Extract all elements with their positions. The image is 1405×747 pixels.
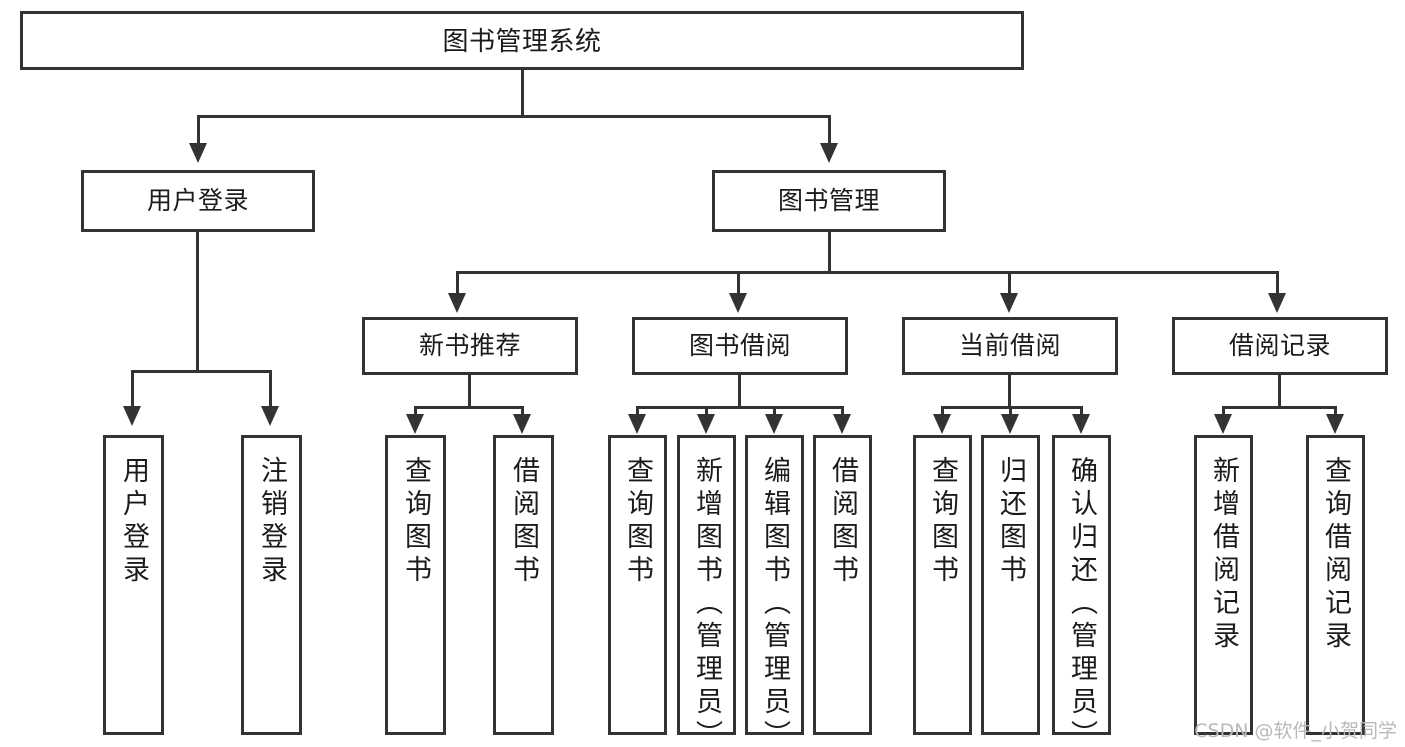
arrowhead-book-borrow-leaf-1 [628,414,646,434]
node-label: 图书借阅 [688,331,791,360]
leaf-user-login-logout[interactable]: 注销登录 [241,435,302,735]
leaf-book-borrow-add-book-admin[interactable]: 新增图书（管理员） [677,435,736,747]
arrowhead-book-borrow-leaf-2 [697,414,715,434]
connector-root-stem [521,70,524,117]
node-label: 用户登录 [146,186,249,215]
connector-level2-drop-2 [828,115,831,143]
leaf-current-borrow-query-book[interactable]: 查询图书 [913,435,972,735]
arrowhead-user-login-leaf-2 [261,406,279,426]
arrowhead-borrow-record-leaf-2 [1326,414,1344,434]
arrowhead-new-book-leaf-2 [513,414,531,434]
connector-new-book-drop-1 [414,406,417,416]
connector-book-borrow-drop-2 [705,406,708,416]
node-user-login[interactable]: 用户登录 [81,170,315,232]
connector-book-borrow-bar [636,406,844,409]
connector-borrow-record-drop-1 [1222,406,1225,416]
arrowhead-to-borrow-record [1268,293,1286,313]
node-label: 归还图书 [996,456,1026,588]
arrowhead-current-borrow-leaf-3 [1072,414,1090,434]
connector-level3-drop-2 [737,271,740,293]
arrowhead-new-book-leaf-1 [406,414,424,434]
connector-borrow-record-drop-2 [1334,406,1337,416]
leaf-borrow-record-query-record[interactable]: 查询借阅记录 [1306,435,1365,735]
arrowhead-book-borrow-leaf-3 [765,414,783,434]
connector-book-borrow-drop-4 [841,406,844,416]
node-label: 新书推荐 [418,331,521,360]
connector-new-book-bar [414,406,524,409]
arrowhead-to-new-book-recommend [448,293,466,313]
leaf-new-book-borrow-book[interactable]: 借阅图书 [493,435,554,735]
node-label: 借阅图书 [828,456,858,588]
connector-current-borrow-drop-3 [1080,406,1083,416]
node-label: 查询图书 [401,456,431,588]
arrowhead-book-borrow-leaf-4 [833,414,851,434]
connector-level2-bar [197,115,831,118]
node-book-management[interactable]: 图书管理 [712,170,946,232]
arrowhead-to-book-management [820,143,838,163]
connector-level2-drop-1 [197,115,200,143]
watermark-text: CSDN @软件_小贺同学 [1194,720,1397,742]
arrowhead-to-user-login [189,143,207,163]
leaf-book-borrow-edit-book-admin[interactable]: 编辑图书（管理员） [745,435,804,747]
node-label: 注销登录 [257,456,287,588]
arrowhead-to-current-borrow [1000,293,1018,313]
connector-current-borrow-bar [941,406,1083,409]
node-label: 图书管理系统 [442,25,602,56]
node-book-borrow[interactable]: 图书借阅 [632,317,848,375]
node-label: 编辑图书（管理员） [760,456,790,747]
connector-book-borrow-drop-3 [773,406,776,416]
leaf-new-book-query-book[interactable]: 查询图书 [385,435,446,735]
connector-level3-bar [456,271,1279,274]
node-label: 借阅记录 [1228,331,1331,360]
connector-level3-drop-3 [1008,271,1011,293]
leaf-current-borrow-return-book[interactable]: 归还图书 [981,435,1040,735]
node-label: 借阅图书 [509,456,539,588]
node-label: 查询图书 [623,456,653,588]
arrowhead-current-borrow-leaf-1 [933,414,951,434]
connector-borrow-record-bar [1222,406,1337,409]
arrowhead-user-login-leaf-1 [123,406,141,426]
connector-book-management-stem [828,232,831,273]
node-label: 新增图书（管理员） [692,456,722,747]
connector-current-borrow-drop-1 [941,406,944,416]
arrowhead-borrow-record-leaf-1 [1214,414,1232,434]
leaf-book-borrow-borrow-book[interactable]: 借阅图书 [813,435,872,735]
connector-new-book-drop-2 [521,406,524,416]
node-label: 用户登录 [119,456,149,588]
connector-level3-drop-1 [456,271,459,293]
node-label: 确认归还（管理员） [1067,456,1097,747]
node-label: 查询借阅记录 [1321,456,1351,654]
connector-user-login-bar [131,370,272,373]
node-borrow-record[interactable]: 借阅记录 [1172,317,1388,375]
node-label: 当前借阅 [958,331,1061,360]
connector-level3-drop-4 [1276,271,1279,293]
node-new-book-recommend[interactable]: 新书推荐 [362,317,578,375]
connector-new-book-stem [468,375,471,409]
connector-user-login-drop-2 [269,370,272,406]
leaf-book-borrow-query-book[interactable]: 查询图书 [608,435,667,735]
node-root-book-management-system[interactable]: 图书管理系统 [20,11,1024,70]
leaf-borrow-record-add-record[interactable]: 新增借阅记录 [1194,435,1253,735]
node-label: 查询图书 [928,456,958,588]
node-label: 图书管理 [777,186,880,215]
connector-current-borrow-stem [1008,375,1011,409]
leaf-user-login-login[interactable]: 用户登录 [103,435,164,735]
connector-borrow-record-stem [1278,375,1281,409]
connector-user-login-stem [196,232,199,372]
connector-book-borrow-stem [738,375,741,409]
connector-book-borrow-drop-1 [636,406,639,416]
node-current-borrow[interactable]: 当前借阅 [902,317,1118,375]
connector-user-login-drop-1 [131,370,134,406]
leaf-current-borrow-confirm-return-admin[interactable]: 确认归还（管理员） [1052,435,1111,747]
arrowhead-current-borrow-leaf-2 [1001,414,1019,434]
arrowhead-to-book-borrow [729,293,747,313]
node-label: 新增借阅记录 [1209,456,1239,654]
connector-current-borrow-drop-2 [1009,406,1012,416]
